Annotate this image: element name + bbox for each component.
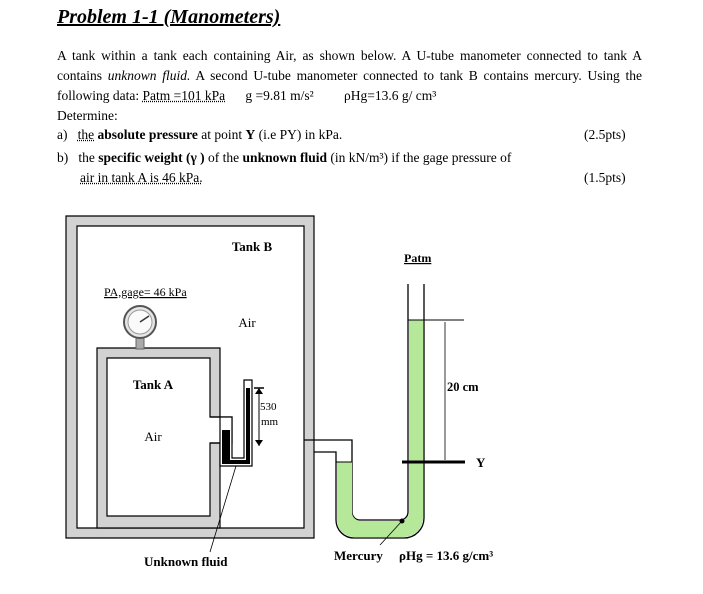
question-b-bold2: unknown fluid <box>242 150 327 165</box>
dim-530-arrow-up <box>255 388 263 394</box>
tank-a-label: Tank A <box>133 377 174 392</box>
problem-title: Problem 1-1 (Manometers) <box>57 6 281 28</box>
intro-text-2: A second U-tube manometer connected to t… <box>57 68 642 103</box>
question-a: a) the absolute pressure at point Y (i.e… <box>57 127 342 143</box>
question-b-rest: (in kN/m³) if the gage pressure of <box>330 150 512 165</box>
determine-label: Determine: <box>57 108 118 123</box>
gauge-needle <box>139 315 150 323</box>
rho-value: ρHg=13.6 g/ cm³ <box>344 88 437 103</box>
patm-label: Patm <box>404 251 431 265</box>
question-a-letter: a) <box>57 127 68 142</box>
tank-b-label: Tank B <box>232 239 273 254</box>
question-a-rest: at point <box>201 127 243 142</box>
question-b-letter: b) <box>57 150 69 165</box>
question-b-pre: the <box>78 150 95 165</box>
h1-value: 530 <box>260 401 277 413</box>
air-b-label: Air <box>238 315 256 330</box>
unknown-fluid <box>222 388 250 464</box>
tank-b-wall <box>65 215 315 539</box>
question-a-points: (2.5pts) <box>584 127 626 142</box>
point-y-label: Y <box>476 455 486 470</box>
question-b-mid: of the <box>208 150 240 165</box>
mercury-right-column <box>409 320 423 510</box>
mercury-tube-outline <box>304 284 425 539</box>
gauge-pressure-label: PA,gage= 46 kPa <box>104 285 187 299</box>
intro-fluid: unknown fluid. <box>107 68 191 83</box>
mercury-leader <box>379 520 403 546</box>
question-b-line2: air in tank A is 46 kPa. <box>80 170 203 185</box>
mercury-label: Mercury <box>334 548 383 563</box>
unknown-fluid-label: Unknown fluid <box>144 554 228 569</box>
question-b-points: (1.5pts) <box>584 170 626 185</box>
air-a-label: Air <box>144 429 162 444</box>
unknown-leader <box>209 465 237 553</box>
problem-statement: A tank within a tank each containing Air… <box>57 46 642 106</box>
question-a-bold: absolute pressure <box>97 127 198 142</box>
rho-hg-label: ρHg = 13.6 g/cm³ <box>399 548 493 563</box>
g-value: g =9.81 m/s² <box>245 88 314 103</box>
question-b: b) the specific weight (γ ) of the unkno… <box>57 150 511 166</box>
question-a-paren: (i.e PY) in kPa. <box>258 127 343 142</box>
question-a-pre: the <box>77 127 95 142</box>
h2-label: 20 cm <box>447 380 479 394</box>
patm-value: Patm =101 kPa <box>142 88 226 103</box>
h1-unit: mm <box>261 416 279 428</box>
intro-text-1: A tank within a tank each containing Air… <box>57 48 642 83</box>
dim-530-arrow-down <box>255 440 263 446</box>
question-b-bold1: specific weight (γ ) <box>98 150 205 165</box>
question-a-y: Y <box>245 127 256 142</box>
mercury-bottom <box>337 505 423 537</box>
